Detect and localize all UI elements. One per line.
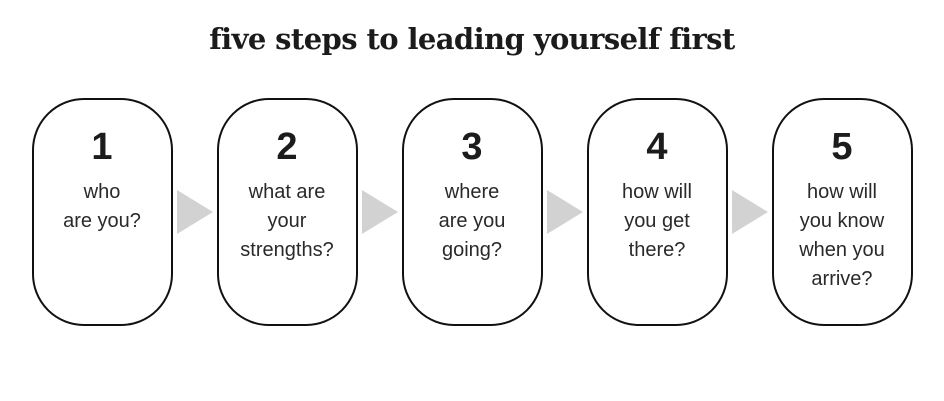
step-question: how will you know when you arrive?	[799, 180, 885, 290]
step-question: what are your strengths?	[240, 180, 334, 261]
page-title: five steps to leading yourself first	[209, 22, 735, 56]
steps-flow: 1 who are you? 2 what are your strengths…	[0, 98, 944, 326]
step-number: 3	[461, 126, 483, 168]
step-number: 4	[646, 126, 668, 168]
step-box-5: 5 how will you know when you arrive?	[771, 98, 913, 326]
step-box-1: 1 who are you?	[31, 98, 173, 326]
step-number: 5	[831, 126, 853, 168]
step-question: how will you get there?	[621, 180, 693, 261]
step-box-4: 4 how will you get there?	[586, 98, 728, 326]
arrow-right-icon	[176, 190, 213, 234]
arrow-right-icon	[361, 190, 398, 234]
step-question: who are you?	[63, 180, 141, 232]
step-number: 2	[276, 126, 298, 168]
arrow-right-icon	[731, 190, 768, 234]
arrow-right-icon	[546, 190, 583, 234]
step-question: where are you going?	[438, 180, 506, 261]
step-box-2: 2 what are your strengths?	[216, 98, 358, 326]
step-box-3: 3 where are you going?	[401, 98, 543, 326]
step-number: 1	[91, 126, 113, 168]
